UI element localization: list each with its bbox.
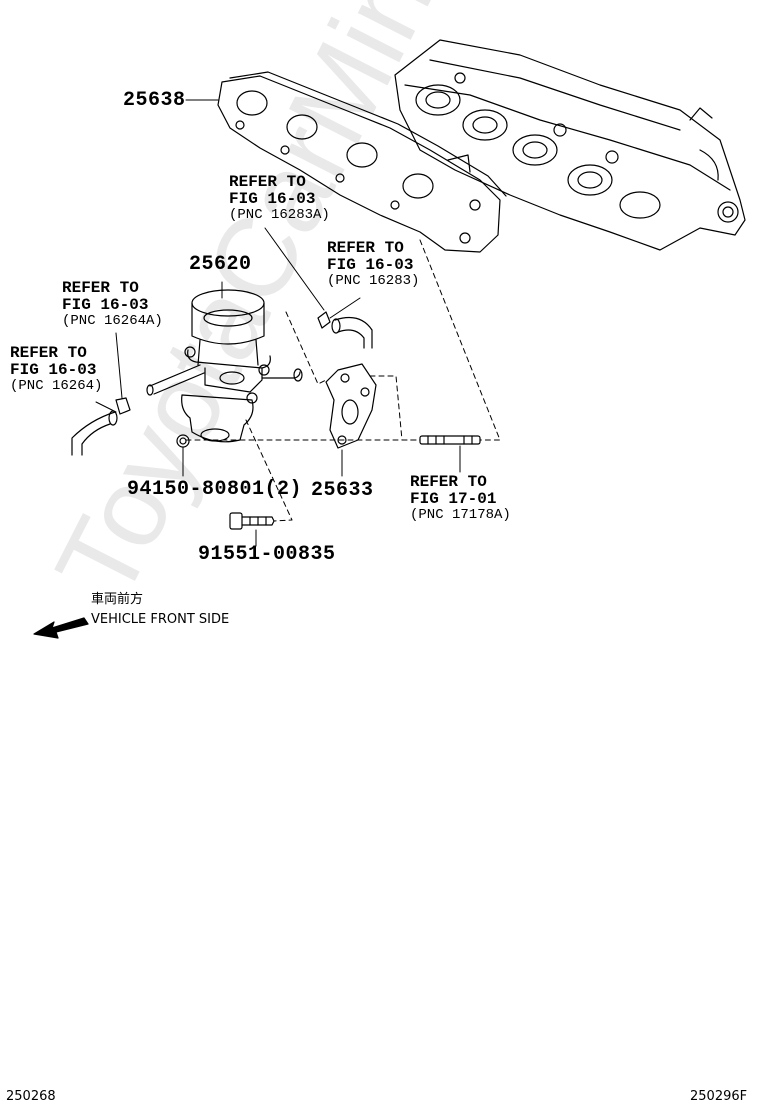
reference-pnc: (PNC 17178A) [410, 506, 511, 523]
leader-lines [95, 99, 461, 547]
cylinder-head-outline [394, 39, 746, 251]
part-number-25638[interactable]: 25638 [123, 89, 186, 112]
reference-pnc-16283[interactable]: REFER TO FIG 16-03 (PNC 16283) [327, 240, 419, 288]
reference-line1: REFER TO [229, 173, 306, 191]
part-number-91551-00835[interactable]: 91551-00835 [198, 543, 336, 566]
reference-pnc-16283a[interactable]: REFER TO FIG 16-03 (PNC 16283A) [229, 174, 330, 222]
reference-line2: FIG 16-03 [62, 295, 149, 314]
reference-pnc-17178a[interactable]: REFER TO FIG 17-01 (PNC 17178A) [410, 474, 511, 522]
direction-label-japanese: 車両前方 [91, 592, 144, 607]
footer-code-left: 250268 [6, 1089, 56, 1104]
reference-line1: REFER TO [62, 279, 139, 297]
reference-pnc: (PNC 16283) [327, 272, 420, 289]
part-number-94150-80801[interactable]: 94150-80801(2) [127, 478, 303, 501]
reference-line1: REFER TO [327, 239, 404, 257]
reference-line2: FIG 17-01 [410, 489, 497, 508]
reference-pnc: (PNC 16264A) [62, 312, 163, 329]
reference-pnc-16264[interactable]: REFER TO FIG 16-03 (PNC 16264) [10, 345, 102, 393]
manifold-gasket [217, 71, 507, 253]
part-number-25633[interactable]: 25633 [311, 479, 374, 502]
reference-line2: FIG 16-03 [229, 189, 316, 208]
reference-pnc: (PNC 16264) [10, 377, 103, 394]
hose-upper [317, 311, 373, 349]
footer-code-right: 250296F [690, 1089, 748, 1104]
flange-bolt [229, 512, 275, 530]
air-gasket [325, 363, 377, 449]
stud-bolt [419, 435, 481, 445]
reference-pnc-16264a[interactable]: REFER TO FIG 16-03 (PNC 16264A) [62, 280, 163, 328]
reference-line1: REFER TO [10, 344, 87, 362]
reference-line1: REFER TO [410, 473, 487, 491]
part-number-25620[interactable]: 25620 [189, 253, 252, 276]
air-injection-valve [146, 289, 303, 448]
hose-lower-left [71, 397, 131, 456]
reference-line2: FIG 16-03 [10, 360, 97, 379]
front-direction-arrow [33, 617, 89, 639]
direction-label-english: VEHICLE FRONT SIDE [91, 612, 230, 627]
reference-line2: FIG 16-03 [327, 255, 414, 274]
dashed-guides [185, 239, 501, 522]
reference-pnc: (PNC 16283A) [229, 206, 330, 223]
